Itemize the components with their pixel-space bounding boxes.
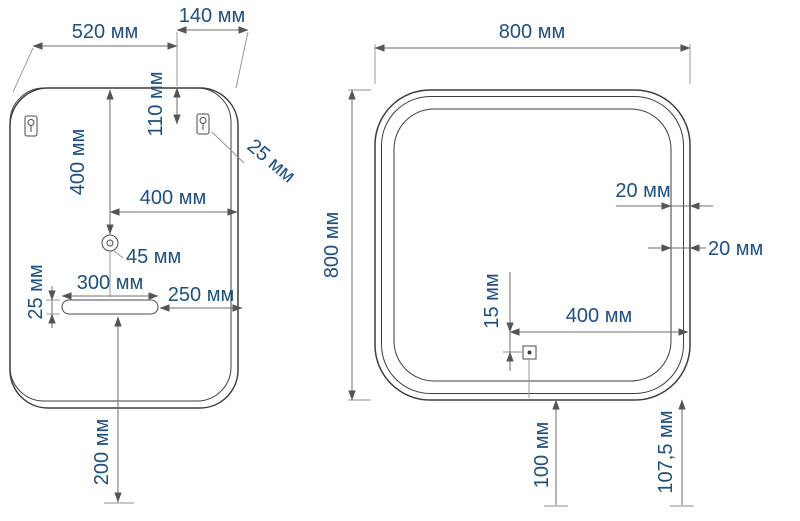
back-view: 520 мм 140 мм 110 мм 400 мм 25 мм 400 мм… — [9, 5, 300, 504]
front-view: 800 мм 800 мм 20 мм 20 мм 400 мм 15 мм — [321, 21, 763, 507]
ext-line — [12, 47, 34, 93]
touch-sensor — [522, 345, 537, 360]
dim-label-25-slot: 25 мм — [25, 264, 47, 319]
dim-label-100: 100 мм — [531, 422, 553, 488]
dim-label-15: 15 мм — [481, 273, 503, 328]
dim-label-800-width: 800 мм — [499, 21, 565, 43]
front-mirror-outline — [374, 89, 691, 401]
dim-label-400-vertical: 400 мм — [67, 129, 89, 195]
leader-line-45 — [112, 249, 124, 259]
sensor-circle-inner — [106, 239, 114, 247]
bracket-hole — [199, 117, 207, 124]
back-mirror-edge — [9, 87, 232, 402]
bracket-hole — [27, 119, 35, 126]
ext-line — [235, 31, 249, 89]
sensor-circle — [101, 234, 119, 252]
dim-label-400-horizontal: 400 мм — [140, 187, 206, 209]
bracket-body — [196, 113, 210, 135]
cable-slot — [61, 299, 159, 315]
leader-line-25 — [211, 131, 245, 164]
dim-label-25-bracket: 25 мм — [243, 135, 300, 187]
bracket-body — [24, 115, 38, 137]
back-mirror-outline — [9, 87, 239, 409]
led-frame-line — [393, 108, 672, 382]
dim-label-107-5: 107,5 мм — [655, 410, 677, 493]
dim-label-140: 140 мм — [179, 5, 245, 27]
dim-label-250: 250 мм — [168, 284, 234, 306]
dim-label-800-height: 800 мм — [321, 212, 343, 278]
mount-bracket-left — [24, 115, 38, 137]
dim-label-20-top: 20 мм — [615, 180, 670, 202]
dim-label-20-right: 20 мм — [708, 238, 763, 260]
dim-label-200: 200 мм — [91, 419, 113, 485]
dim-label-300: 300 мм — [77, 272, 143, 294]
touch-sensor-dot — [527, 350, 532, 355]
mount-bracket-right — [196, 113, 210, 135]
dim-label-45: 45 мм — [126, 246, 181, 268]
dim-label-110: 110 мм — [145, 72, 167, 137]
dim-label-400: 400 мм — [566, 305, 632, 327]
front-mirror-edge — [381, 96, 684, 394]
dim-label-520: 520 мм — [72, 21, 138, 43]
